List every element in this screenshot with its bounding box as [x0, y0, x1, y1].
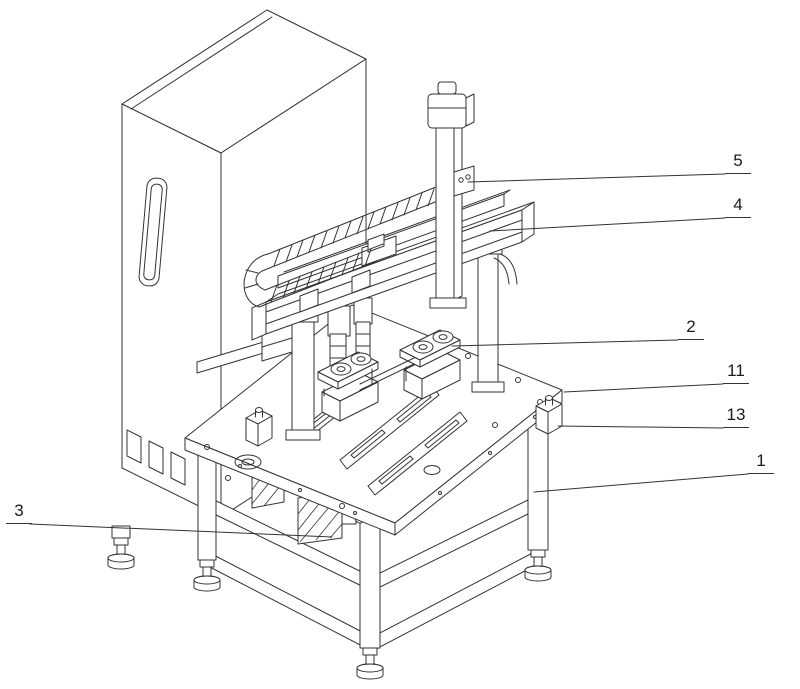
vertical-actuator [427, 81, 475, 309]
leveling-foot [107, 537, 135, 570]
part-label-2: 2 [678, 317, 704, 340]
motor-block [427, 93, 467, 129]
part-label-4: 4 [725, 195, 751, 218]
leg-left [197, 454, 217, 561]
rail-carriage [361, 235, 397, 267]
part-label-3: 3 [6, 501, 32, 524]
gantry-columns [285, 245, 518, 441]
leveling-foot [356, 647, 384, 680]
base-frame [107, 411, 552, 680]
cable-drag-chain [243, 184, 442, 308]
sensor-block [351, 269, 371, 294]
leader-lines [29, 173, 749, 538]
z-slides [327, 297, 373, 375]
part-label-13: 13 [723, 405, 749, 428]
part-label-11: 11 [723, 361, 749, 384]
chain-bracket [453, 165, 475, 197]
fixture-left [317, 351, 379, 422]
fixture-rail [359, 357, 415, 391]
vent-slot [170, 451, 186, 486]
vent-slot [126, 429, 142, 464]
vent-slot [148, 440, 164, 475]
part-label-1: 1 [748, 451, 774, 474]
part-label-5: 5 [725, 151, 751, 174]
fixture-right [399, 329, 461, 400]
clamp-block-left [245, 407, 273, 447]
sensor-block [299, 288, 319, 313]
leg-front [359, 521, 381, 649]
